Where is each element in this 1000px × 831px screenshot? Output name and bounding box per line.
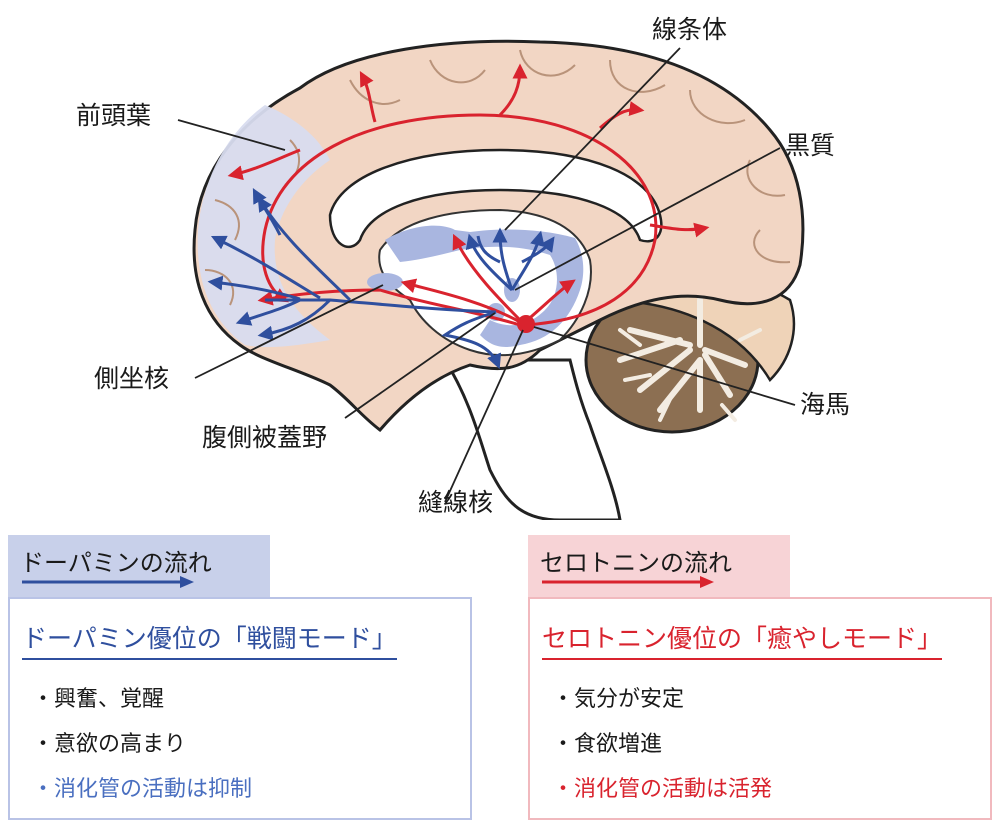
raphe-nucleus-dot bbox=[517, 315, 535, 333]
dopamine-bullet-3: ・消化管の活動は抑制 bbox=[32, 771, 252, 803]
serotonin-bullet-1: ・気分が安定 bbox=[552, 681, 684, 713]
dopamine-bullet-2: ・意欲の高まり bbox=[32, 726, 186, 758]
serotonin-flow-header: セロトニンの流れ bbox=[528, 535, 790, 597]
label-raphe: 縫線核 bbox=[418, 490, 493, 515]
dopamine-mode-title: ドーパミン優位の「戦闘モード」 bbox=[22, 619, 397, 660]
dopamine-flow-header: ドーパミンの流れ bbox=[8, 535, 270, 597]
nucleus-accumbens-dot bbox=[367, 273, 403, 291]
label-hippocampus: 海馬 bbox=[800, 392, 850, 417]
dopamine-bullet-1: ・興奮、覚醒 bbox=[32, 681, 164, 713]
label-vta: 腹側被蓋野 bbox=[202, 425, 327, 450]
dopamine-mode-box: ドーパミン優位の「戦闘モード」 ・興奮、覚醒 ・意欲の高まり ・消化管の活動は抑… bbox=[8, 597, 472, 820]
label-striatum: 線条体 bbox=[652, 17, 727, 42]
serotonin-bullet-2: ・食欲増進 bbox=[552, 726, 662, 758]
serotonin-bullet-3: ・消化管の活動は活発 bbox=[552, 771, 772, 803]
serotonin-mode-box: セロトニン優位の「癒やしモード」 ・気分が安定 ・食欲増進 ・消化管の活動は活発 bbox=[528, 597, 992, 820]
serotonin-legend-arrow bbox=[528, 535, 790, 597]
brain-illustration bbox=[0, 0, 1000, 520]
label-prefrontal: 前頭葉 bbox=[76, 103, 151, 128]
dopamine-legend-arrow bbox=[8, 535, 270, 597]
label-nucleus-accumbens: 側坐核 bbox=[94, 366, 169, 391]
label-substantia-nigra: 黒質 bbox=[785, 133, 835, 158]
serotonin-mode-title: セロトニン優位の「癒やしモード」 bbox=[542, 619, 942, 660]
